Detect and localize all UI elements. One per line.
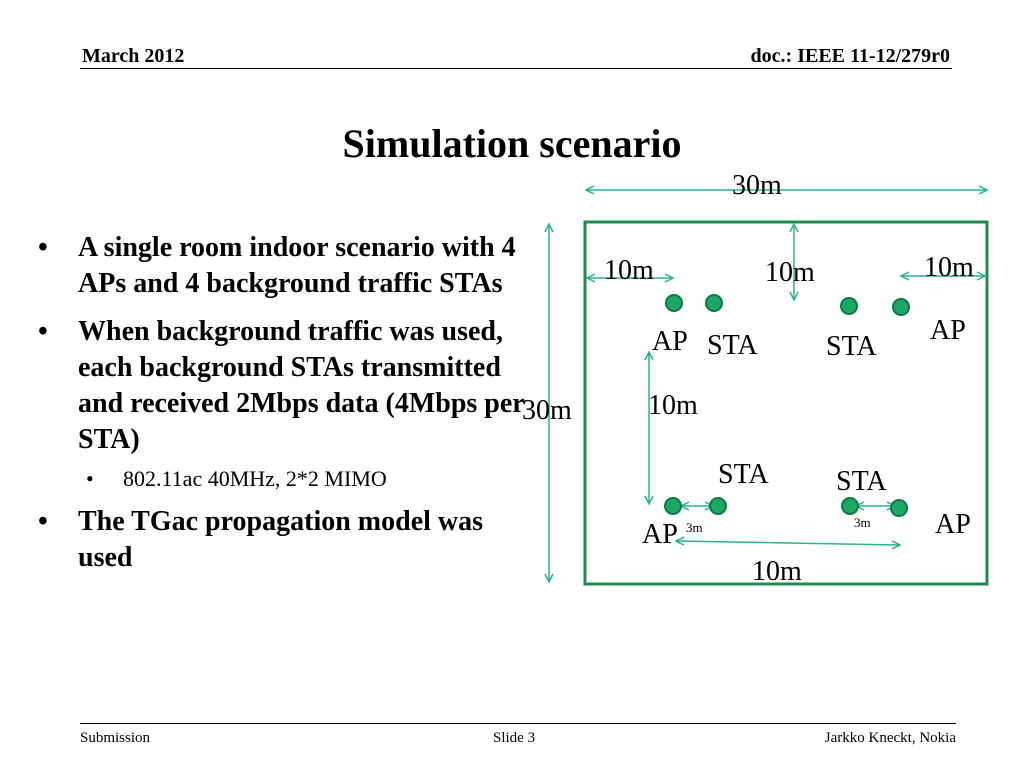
bottom-span-arrow xyxy=(676,541,900,545)
footer-slide-number: Slide 3 xyxy=(493,730,536,746)
ap-label-bottom-left: AP xyxy=(642,519,678,550)
slide-title: Simulation scenario xyxy=(342,121,682,166)
sta-node-bottom-left xyxy=(709,497,727,515)
bullet-text: When background traffic was used, each b… xyxy=(78,316,525,455)
ap-label-top-left: AP xyxy=(652,326,688,357)
room-outline xyxy=(583,220,989,586)
footer-author: Jarkko Kneckt, Nokia xyxy=(824,730,956,746)
sta-label-top-left: STA xyxy=(707,330,758,361)
sta-label-bottom-right: STA xyxy=(836,466,887,497)
bullet-text: The TGac propagation model was used xyxy=(78,506,484,573)
sta-node-bottom-right xyxy=(841,497,859,515)
sub-bullet-item: • 802.11ac 40MHz, 2*2 MIMO xyxy=(38,464,538,494)
sta-label-bottom-left: STA xyxy=(718,459,769,490)
bullet-marker: • xyxy=(86,466,94,491)
ap-node-top-right xyxy=(892,298,910,316)
ap-node-top-left xyxy=(665,294,683,312)
footer-divider xyxy=(80,723,956,724)
bullet-item: • The TGac propagation model was used xyxy=(38,504,538,576)
sub-bullet-text: 802.11ac 40MHz, 2*2 MIMO xyxy=(123,466,387,491)
top-left-offset-label: 10m xyxy=(604,255,654,286)
sta-node-top-right xyxy=(840,297,858,315)
room-height-label: 30m xyxy=(522,395,572,426)
top-center-offset-label: 10m xyxy=(765,257,815,288)
ap-node-bottom-left xyxy=(664,497,682,515)
ap-node-bottom-right xyxy=(890,499,908,517)
header-date: March 2012 xyxy=(82,45,185,67)
bullet-marker: • xyxy=(38,316,48,347)
sta-label-top-right: STA xyxy=(826,331,877,362)
header-divider xyxy=(80,68,952,69)
footer-submission: Submission xyxy=(80,730,151,746)
gap-label-right: 3m xyxy=(854,515,871,530)
left-vertical-label: 10m xyxy=(648,390,698,421)
bullet-marker: • xyxy=(38,506,48,537)
ap-label-top-right: AP xyxy=(930,315,966,346)
bullet-list: • A single room indoor scenario with 4 A… xyxy=(38,230,538,588)
ap-label-bottom-right: AP xyxy=(935,509,971,540)
bullet-text: A single room indoor scenario with 4 APs… xyxy=(78,232,516,299)
gap-label-left: 3m xyxy=(686,520,703,535)
top-right-offset-label: 10m xyxy=(924,252,974,283)
bullet-item: • A single room indoor scenario with 4 A… xyxy=(38,230,538,302)
bullet-item: • When background traffic was used, each… xyxy=(38,314,538,458)
bullet-marker: • xyxy=(38,232,48,263)
sta-node-top-left xyxy=(705,294,723,312)
room-width-label: 30m xyxy=(732,170,782,201)
bottom-span-label: 10m xyxy=(752,556,802,587)
header-doc-id: doc.: IEEE 11-12/279r0 xyxy=(750,45,950,67)
